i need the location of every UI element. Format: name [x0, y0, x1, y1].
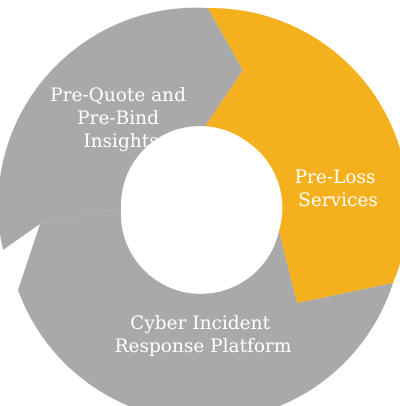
center-circle [121, 126, 279, 284]
segment-pre-quote [0, 7, 243, 250]
label-pre-loss-line-2: Services [298, 190, 378, 211]
segment-pre-loss [204, 7, 400, 303]
label-cyber-incident-line-1: Cyber Incident [130, 313, 270, 334]
label-pre-loss: Pre-Loss Services [295, 167, 382, 211]
label-pre-quote: Pre-Quote and Pre-Bind Insights [50, 85, 192, 152]
label-pre-loss-line-1: Pre-Loss [295, 167, 376, 188]
label-cyber-incident: Cyber Incident Response Platform [115, 313, 292, 357]
label-pre-quote-line-3: Insights [83, 131, 158, 152]
label-cyber-incident-line-2: Response Platform [115, 336, 292, 357]
label-pre-quote-line-2: Pre-Bind [77, 108, 159, 129]
segment-cyber-incident [18, 209, 393, 406]
label-pre-quote-line-1: Pre-Quote and [50, 85, 186, 106]
